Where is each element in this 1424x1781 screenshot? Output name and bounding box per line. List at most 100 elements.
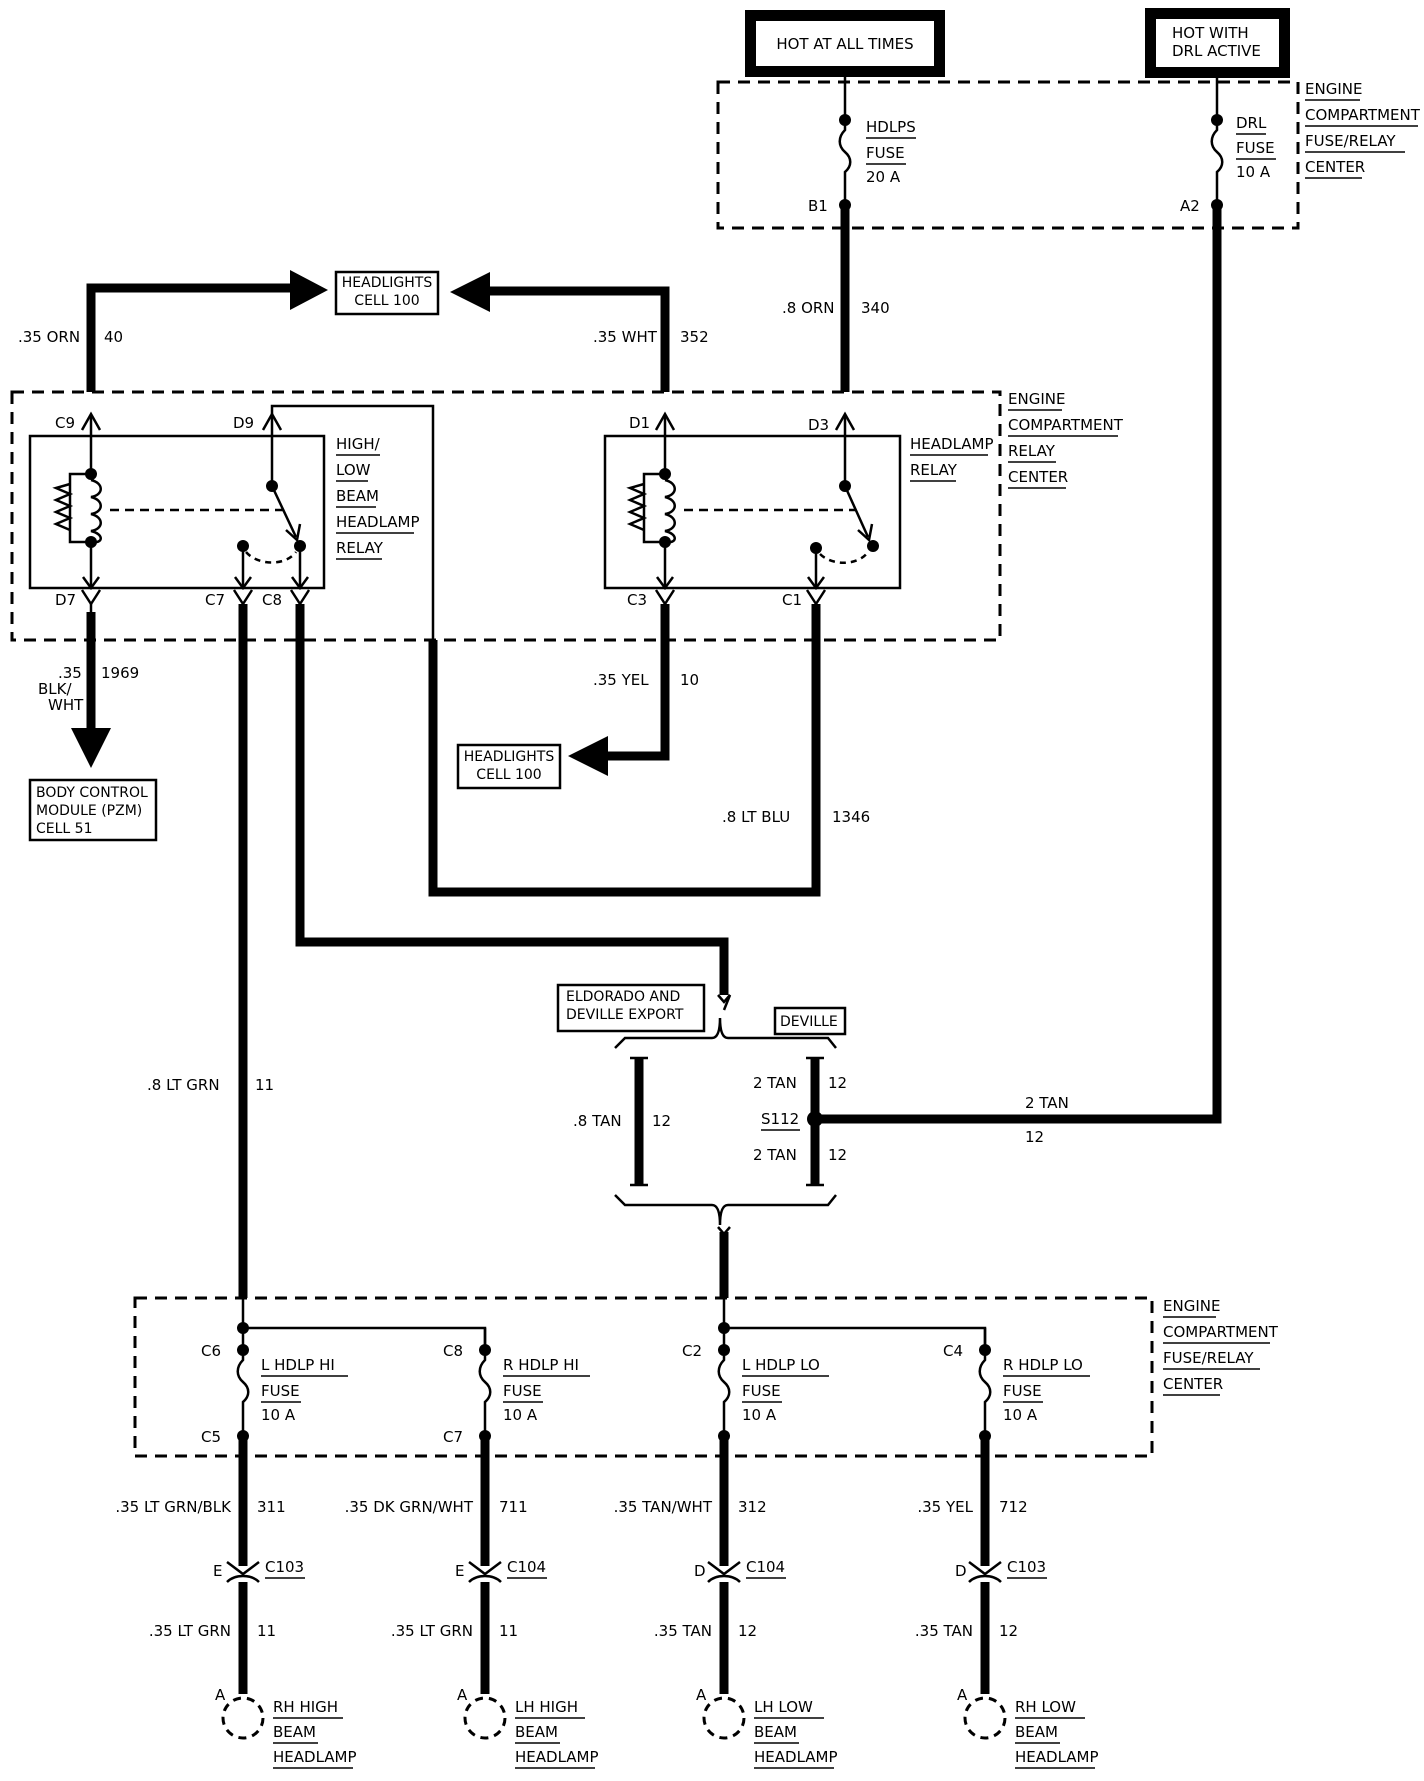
branch-2-gauge: .35 DK GRN/WHT — [345, 1498, 474, 1516]
ref-headlights-top: HEADLIGHTS CELL 100 — [334, 270, 440, 316]
hdlp-relay-label-1: RELAY — [910, 461, 958, 479]
branch-1-lamp-label-2: HEADLAMP — [273, 1748, 357, 1766]
branch-4-fuse-type: FUSE — [1003, 1382, 1042, 1400]
w11-circuit: 11 — [255, 1076, 274, 1094]
deville-label: DEVILLE — [780, 1014, 838, 1030]
hdlp-relay-label-0: HEADLAMP — [910, 435, 994, 453]
w12-2tan-a-circuit: 12 — [828, 1074, 847, 1092]
branch-2-gauge2: .35 LT GRN — [391, 1622, 473, 1640]
hilo-label-1: LOW — [336, 461, 371, 479]
w340-gauge: .8 ORN — [782, 299, 835, 317]
top-fuse-center-label: ENGINE COMPARTMENT FUSE/RELAY CENTER — [1305, 80, 1421, 179]
wire-c8-to-splice — [295, 604, 729, 995]
branch-1-fuse-rating: 10 A — [261, 1406, 296, 1424]
branch-2-connector-top — [468, 1561, 502, 1576]
pin-a2: A2 — [1180, 197, 1200, 215]
hilo-label-4: RELAY — [336, 539, 384, 557]
w1969-gauge-3: WHT — [48, 696, 84, 714]
branch-4-circuit: 712 — [999, 1498, 1028, 1516]
branch-3-lamp-label-1: BEAM — [754, 1723, 797, 1741]
ref-headlights-mid: HEADLIGHTS CELL 100 — [456, 743, 562, 790]
branch-1-connector-top — [226, 1561, 260, 1576]
branch-1-circuit: 311 — [257, 1498, 286, 1516]
fc-bottom-label-0: ENGINE — [1163, 1297, 1220, 1315]
branch-3-gauge: .35 TAN/WHT — [614, 1498, 713, 1516]
branch-2-circuit: 711 — [499, 1498, 528, 1516]
branch-2-lamp-label-1: BEAM — [515, 1723, 558, 1741]
fc-bottom-label-1: COMPARTMENT — [1163, 1323, 1279, 1341]
branch-3-fuse-type: FUSE — [742, 1382, 781, 1400]
hilo-label-3: HEADLAMP — [336, 513, 420, 531]
headlights-top-line2: CELL 100 — [354, 293, 419, 309]
branch-2-circuit2: 11 — [499, 1622, 518, 1640]
branch-1-fuse-element — [236, 1350, 250, 1436]
branch-2-connector-pin: E — [455, 1562, 464, 1580]
w352-circuit: 352 — [680, 328, 709, 346]
branch-4-connector-name: C103 — [1007, 1558, 1046, 1576]
w40-gauge: .35 ORN — [18, 328, 80, 346]
fc-top-label-2: FUSE/RELAY — [1305, 132, 1396, 150]
relay-center: ENGINE COMPARTMENT RELAY CENTER — [10, 390, 1124, 642]
branch-3-fuse-name: L HDLP LO — [742, 1356, 820, 1374]
branch-3-connector-pin: D — [694, 1562, 706, 1580]
bcm-line2: MODULE (PZM) — [36, 803, 142, 819]
arrow-headlights-top-left — [290, 270, 328, 310]
headlamp-relay: D1 D3 C3 C1 HEADLAMP RELAY — [603, 411, 994, 609]
bcm-line1: BODY CONTROL — [36, 785, 148, 801]
ref-body-control-module: BODY CONTROL MODULE (PZM) CELL 51 — [28, 778, 158, 842]
branch-4-lamp-label-0: RH LOW — [1015, 1698, 1076, 1716]
branch-2-connector-bottom — [468, 1574, 502, 1583]
drl-fuse-name: DRL — [1236, 114, 1267, 132]
branch-2-lamp-label-2: HEADLAMP — [515, 1748, 599, 1766]
branch-1-fuse-name: L HDLP HI — [261, 1356, 335, 1374]
branch-1-gauge2: .35 LT GRN — [149, 1622, 231, 1640]
wire-352 — [488, 286, 670, 392]
hot-drl-line1: HOT WITH — [1172, 24, 1249, 42]
branch-1-connector-bottom — [226, 1574, 260, 1583]
branch-3-lamp-label-0: LH LOW — [754, 1698, 813, 1716]
pin-c8: C8 — [262, 591, 282, 609]
branch-4-fuse-element — [978, 1350, 992, 1436]
fc-top-label-0: ENGINE — [1305, 80, 1362, 98]
hilo-label-2: BEAM — [336, 487, 379, 505]
branch-4-lamp-label-1: BEAM — [1015, 1723, 1058, 1741]
pin-b1: B1 — [808, 197, 828, 215]
branch-4-fuse-name: R HDLP LO — [1003, 1356, 1083, 1374]
w12-2tan-c-circuit: 12 — [1025, 1128, 1044, 1146]
w1969-gauge-2: BLK/ — [38, 680, 72, 698]
top-fuse-relay-center: ENGINE COMPARTMENT FUSE/RELAY CENTER HDL… — [716, 77, 1421, 230]
branch-2-fuse-out-pin: C7 — [443, 1428, 463, 1446]
wire-1346 — [428, 604, 821, 897]
branch-2-fuse-type: FUSE — [503, 1382, 542, 1400]
branch-3-fuse-rating: 10 A — [742, 1406, 777, 1424]
w12-2tan-b-circuit: 12 — [828, 1146, 847, 1164]
pin-d1: D1 — [629, 414, 650, 432]
w340-circuit: 340 — [861, 299, 890, 317]
branch-2-lamp-pin: A — [457, 1686, 468, 1704]
bottom-fuse-relay-center: ENGINE COMPARTMENT FUSE/RELAY CENTER — [133, 1296, 1279, 1458]
rc-label-3: CENTER — [1008, 468, 1068, 486]
branch-2-fuse-in-pin: C8 — [443, 1342, 463, 1360]
branch-1-fuse-type: FUSE — [261, 1382, 300, 1400]
branch-4-gauge2: .35 TAN — [915, 1622, 973, 1640]
branch-3-connector-top — [707, 1561, 741, 1576]
source-hot-with-drl: HOT WITH DRL ACTIVE — [1145, 8, 1290, 78]
branch-1-connector-pin: E — [213, 1562, 222, 1580]
rc-label-1: COMPARTMENT — [1008, 416, 1124, 434]
branch-3-lamp-pin: A — [696, 1686, 707, 1704]
branch-3-gauge2: .35 TAN — [654, 1622, 712, 1640]
branch-1-lamp-pin: A — [215, 1686, 226, 1704]
hdlps-fuse-name: HDLPS — [866, 118, 916, 136]
branch-4-lamp-pin: A — [957, 1686, 968, 1704]
fc-top-label-3: CENTER — [1305, 158, 1365, 176]
drl-fuse-rating: 10 A — [1236, 163, 1271, 181]
branch-4-circuit2: 12 — [999, 1622, 1018, 1640]
eldorado-line1: ELDORADO AND — [566, 989, 680, 1005]
w12-2tan-b-gauge: 2 TAN — [753, 1146, 797, 1164]
w352-gauge: .35 WHT — [593, 328, 658, 346]
branch-2-lamp-label-0: LH HIGH — [515, 1698, 578, 1716]
branch-3-connector-name: C104 — [746, 1558, 785, 1576]
w12-tan-circuit: 12 — [652, 1112, 671, 1130]
rc-label-2: RELAY — [1008, 442, 1056, 460]
hdlps-fuse-rating: 20 A — [866, 168, 901, 186]
